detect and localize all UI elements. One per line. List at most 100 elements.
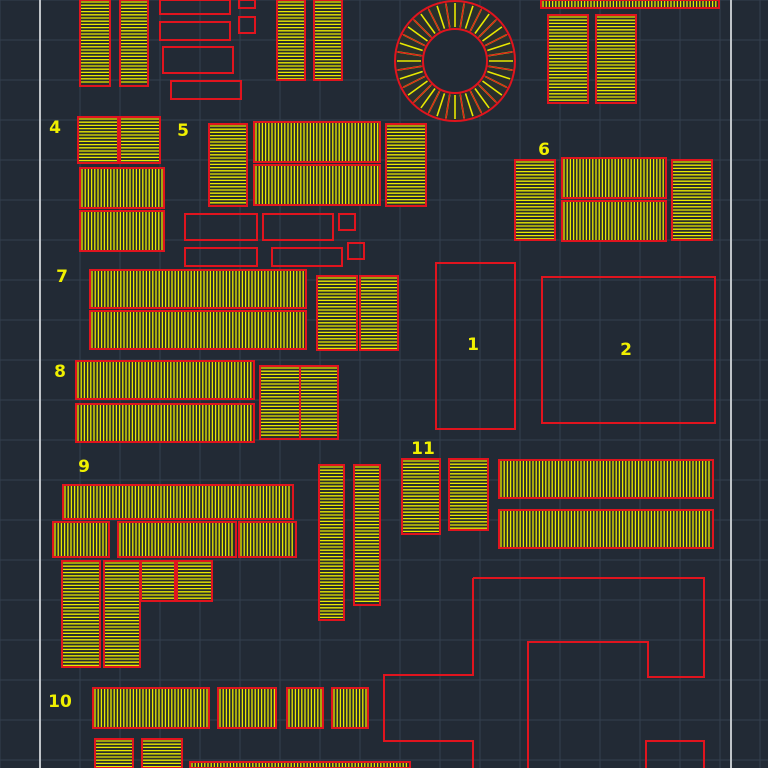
hatched-pad — [117, 521, 237, 558]
pad-fill — [562, 158, 666, 198]
pad-hatch — [549, 16, 587, 101]
pad-outline — [498, 509, 714, 549]
hatched-pad — [103, 560, 141, 668]
pad-outline — [353, 464, 381, 606]
pad-outline — [671, 159, 713, 241]
pad-hatch — [240, 523, 293, 556]
label-1: 1 — [467, 335, 479, 355]
pad-fill — [239, 522, 296, 557]
pad-outline — [75, 403, 255, 443]
hatched-pad — [79, 210, 165, 252]
pad-hatch — [178, 562, 211, 599]
pad-hatch — [81, 1, 109, 83]
pad-hatch — [403, 460, 439, 533]
toroid-divider — [468, 7, 483, 33]
hatched-pad — [313, 0, 343, 81]
label-11: 11 — [411, 439, 435, 459]
pad-outline — [313, 0, 343, 81]
pad-hatch — [361, 277, 397, 350]
toroid-winding — [474, 13, 490, 34]
pad-hatch — [542, 1, 717, 7]
toroid-winding — [464, 5, 474, 29]
board-outline — [383, 577, 705, 768]
pad-fill — [80, 168, 164, 208]
outline-shapes — [159, 0, 716, 768]
toroid-winding — [407, 26, 428, 42]
outline-rect — [347, 242, 365, 260]
toroid-divider — [459, 1, 465, 30]
toroid-winding — [407, 80, 428, 96]
hatched-pad — [547, 14, 589, 104]
toroid-winding — [436, 5, 446, 29]
hatched-pad — [385, 123, 427, 207]
pad-outline — [498, 459, 714, 499]
hatched-pad — [540, 0, 720, 9]
pad-fill — [177, 561, 212, 601]
pad-hatch — [96, 740, 132, 768]
toroid-winding — [420, 13, 436, 34]
pad-hatch — [500, 511, 710, 547]
pad-outline — [331, 687, 369, 729]
toroid-winding — [464, 93, 474, 117]
toroid-winding — [399, 42, 423, 52]
pad-hatch — [320, 466, 343, 619]
toroid-divider — [477, 18, 498, 39]
toroid-divider — [401, 74, 427, 89]
hatched-pad — [299, 365, 339, 440]
pad-outline — [318, 464, 345, 621]
toroidal-coil-footprint — [394, 0, 516, 122]
pad-outline — [61, 560, 101, 668]
toroid-divider — [445, 92, 451, 121]
pad-fill — [141, 561, 175, 601]
pad-hatch — [79, 118, 117, 162]
pad-outline — [140, 560, 176, 602]
outline-rect — [159, 21, 231, 41]
hatched-pad — [217, 687, 277, 729]
pad-hatch — [500, 461, 710, 497]
hatched-pad — [79, 0, 111, 87]
pad-hatch — [673, 161, 711, 240]
pad-hatch — [288, 689, 322, 727]
pad-hatch — [255, 123, 379, 161]
pad-outline — [117, 521, 237, 558]
toroid-winding — [436, 93, 446, 117]
hatched-pad — [318, 464, 345, 621]
toroid-divider — [483, 33, 509, 48]
pad-fill — [449, 459, 488, 530]
pad-hatch — [54, 523, 107, 556]
pad-outline — [141, 738, 183, 768]
pad-fill — [120, 117, 160, 163]
pad-hatch — [219, 689, 276, 727]
hatched-pad — [671, 159, 713, 241]
label-2: 2 — [620, 340, 632, 360]
toroid-winding — [487, 42, 511, 52]
hatched-pad — [595, 14, 637, 104]
toroid-winding — [487, 70, 511, 80]
pad-outline — [385, 123, 427, 207]
pad-fill — [63, 485, 293, 519]
pad-hatch — [563, 202, 664, 240]
outline-rect — [435, 262, 516, 430]
toroid-divider — [445, 1, 451, 30]
pad-fill — [80, 211, 164, 251]
toroid-divider — [483, 74, 509, 89]
component-footprints — [52, 0, 720, 768]
pad-outline — [540, 0, 720, 9]
pad-hatch — [563, 159, 664, 197]
pad-hatch — [77, 362, 252, 398]
hatched-pad — [176, 560, 213, 602]
hatched-pad — [276, 0, 306, 81]
pad-hatch — [278, 1, 304, 80]
pad-outline — [217, 687, 277, 729]
outline-rect — [338, 213, 356, 231]
outline-rect — [262, 213, 334, 241]
pad-hatch — [355, 466, 379, 603]
toroid-divider — [427, 7, 442, 33]
hatched-pad — [189, 761, 411, 768]
pad-hatch — [121, 1, 147, 83]
toroid-divider — [412, 18, 433, 39]
pad-outline — [103, 560, 141, 668]
toroid-divider — [395, 65, 424, 71]
pad-outline — [238, 521, 297, 558]
